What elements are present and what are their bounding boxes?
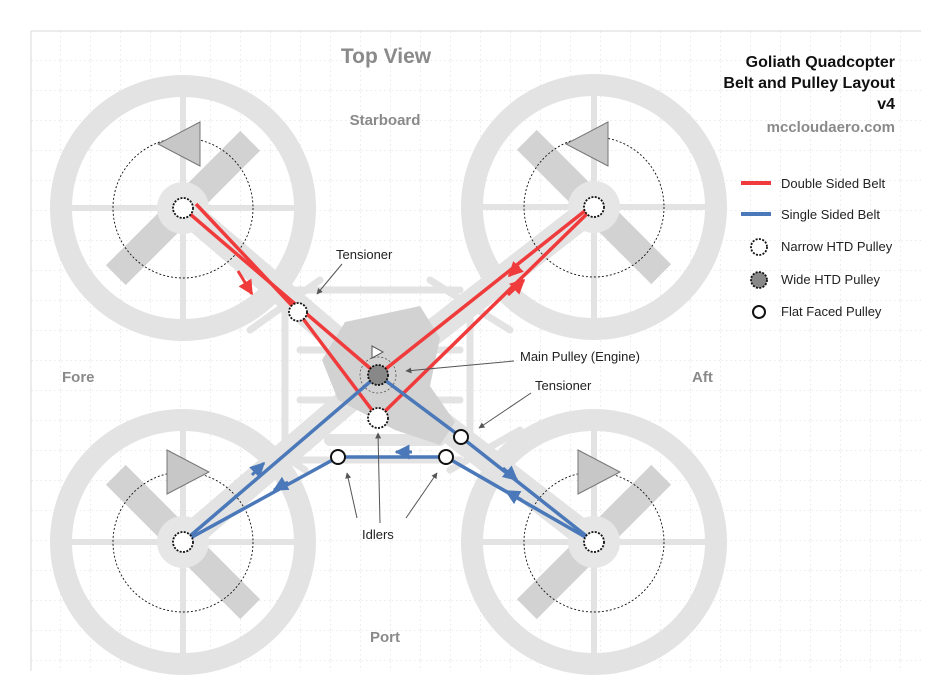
- narrow-htd-pulley-icon: [288, 302, 308, 322]
- wide-htd-pulley-icon: [367, 364, 389, 386]
- legend-label-wide-htd: Wide HTD Pulley: [781, 272, 880, 287]
- flat-pulley-icon: [438, 449, 454, 465]
- site-url: mccloudaero.com: [767, 119, 895, 136]
- legend-label-narrow-htd: Narrow HTD Pulley: [781, 239, 893, 254]
- label-port: Port: [370, 629, 400, 646]
- diagram-heading-line2: Belt and Pulley Layout: [723, 75, 895, 92]
- engine-outline: [359, 356, 397, 394]
- narrow-htd-pulley-icon: [172, 531, 194, 553]
- legend-label-double-belt: Double Sided Belt: [781, 176, 885, 191]
- double-sided-belts: [181, 202, 596, 420]
- legend-label-single-belt: Single Sided Belt: [781, 207, 880, 222]
- flat-pulley-icon: [752, 305, 766, 319]
- legend: Double Sided Belt Single Sided Belt Narr…: [741, 176, 893, 319]
- flat-pulley-icon: [330, 449, 346, 465]
- pulleys: [172, 196, 605, 553]
- callout-main-pulley: Main Pulley (Engine): [520, 349, 640, 364]
- diagram-heading-line3: v4: [877, 96, 895, 113]
- label-aft: Aft: [692, 369, 713, 386]
- flat-pulley-icon: [453, 429, 469, 445]
- rotation-triangle-icon: [577, 449, 622, 495]
- legend-label-flat-pulley: Flat Faced Pulley: [781, 304, 882, 319]
- engine-direction-icon: [371, 345, 385, 359]
- callout-leaders: [316, 263, 532, 524]
- callout-tensioner-right: Tensioner: [535, 378, 592, 393]
- rotation-triangle-icon: [156, 121, 201, 167]
- single-sided-belts: [181, 373, 596, 544]
- wide-htd-pulley-icon: [750, 271, 768, 289]
- callout-tensioner-top: Tensioner: [336, 247, 393, 262]
- narrow-htd-pulley-icon: [172, 197, 194, 219]
- rotation-triangle-icon: [166, 449, 211, 495]
- diagram-heading-line1: Goliath Quadcopter: [746, 54, 895, 71]
- label-starboard: Starboard: [350, 112, 421, 129]
- narrow-htd-pulley-icon: [583, 196, 605, 218]
- label-fore: Fore: [62, 369, 95, 386]
- narrow-htd-pulley-icon: [750, 238, 768, 256]
- callout-idlers: Idlers: [362, 527, 394, 542]
- narrow-htd-pulley-icon: [583, 531, 605, 553]
- rotation-triangle-icon: [564, 121, 609, 167]
- page-title: Top View: [341, 45, 432, 68]
- narrow-htd-pulley-icon: [367, 407, 389, 429]
